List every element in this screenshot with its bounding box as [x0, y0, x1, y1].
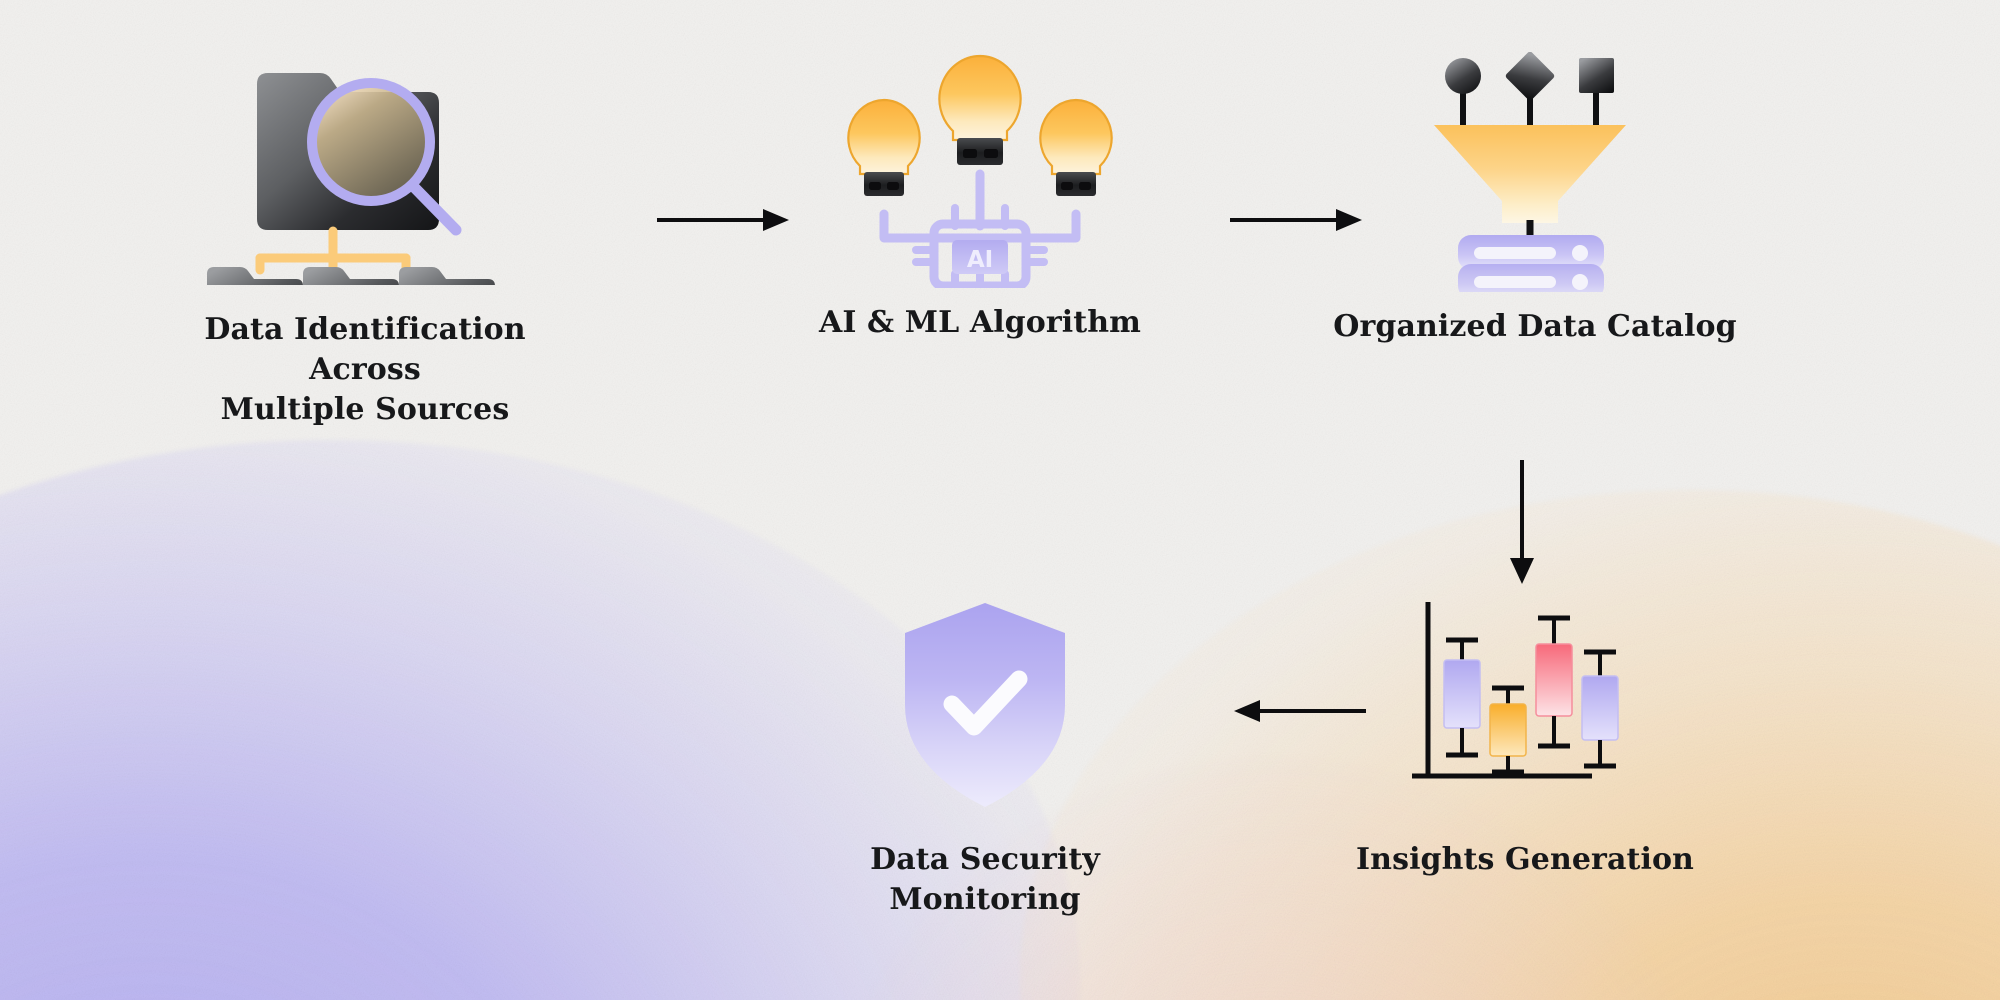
connector-arrow-3 [1505, 458, 1539, 592]
step-node-ai-ml-algorithm[interactable]: AI [819, 48, 1141, 340]
step-label-organized-data-catalog: Organized Data Catalog [1333, 309, 1737, 344]
connector-arrow-1 [655, 205, 795, 239]
connector-arrow-4 [1228, 696, 1368, 730]
box-plot-series-2 [1489, 685, 1527, 775]
catalog-shape-square [1579, 58, 1614, 93]
catalog-shape-diamond [1505, 51, 1555, 101]
shield-check-icon [900, 600, 1070, 814]
step-label-data-security-monitoring: Data Security Monitoring [870, 842, 1100, 917]
step-label-ai-ml-algorithm: AI & ML Algorithm [818, 305, 1141, 340]
step-node-insights-generation[interactable]: Insights Generation [1356, 600, 1694, 877]
step-node-data-security-monitoring[interactable]: Data Security Monitoring [870, 600, 1100, 917]
box-plot-series-1 [1443, 637, 1481, 758]
box-plot-series-3 [1535, 615, 1573, 749]
step-label-data-identification: Data Identification Across Multiple Sour… [204, 312, 526, 427]
step-node-organized-data-catalog[interactable]: Organized Data Catalog [1333, 51, 1737, 344]
check-mark-icon [943, 670, 1028, 736]
lightbulbs-ai-chip-icon: AI [830, 48, 1130, 296]
funnel-database-icon [1430, 51, 1640, 328]
connector-arrow-2 [1228, 205, 1368, 239]
box-plot-series-4 [1581, 649, 1619, 769]
step-label-insights-generation: Insights Generation [1356, 842, 1694, 877]
catalog-shape-circle [1445, 58, 1481, 94]
ai-chip-label: AI [967, 247, 993, 273]
box-plot-chart-icon [1410, 600, 1640, 804]
folder-search-icon [200, 55, 530, 337]
step-node-data-identification[interactable]: Data Identification Across Multiple Sour… [200, 55, 530, 427]
